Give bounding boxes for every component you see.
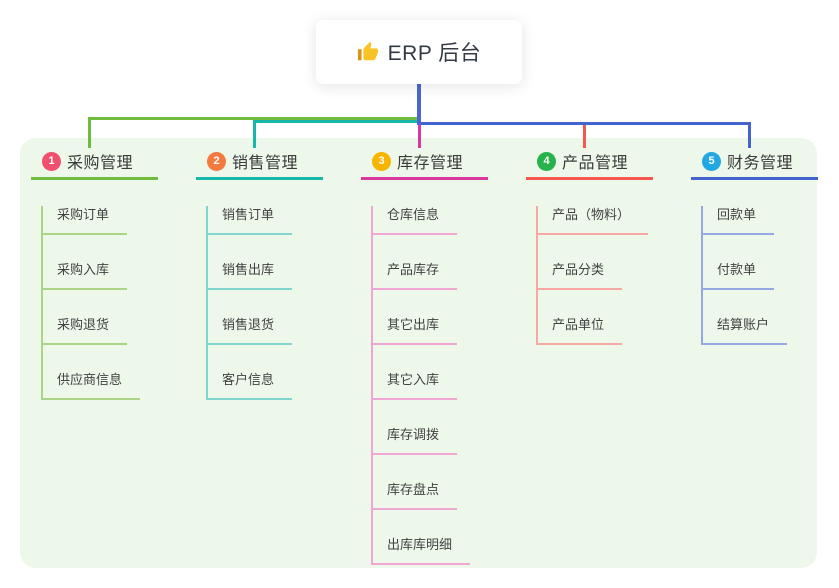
branch-connector-h [417,122,751,125]
branch-label: 库存管理 [397,155,464,172]
root-connector [417,84,421,125]
branch-connector-h [417,122,586,125]
branch-children: 采购订单采购入库采购退货供应商信息 [41,206,141,400]
child-node[interactable]: 付款单 [703,261,775,290]
child-node-label: 库存盘点 [387,482,440,497]
child-node[interactable]: 销售出库 [208,261,293,290]
child-node[interactable]: 产品（物料） [538,206,649,235]
child-node[interactable]: 其它出库 [373,316,458,345]
branch-5: 5 财务管理 回款单付款单结算账户 [691,148,818,345]
branch-title[interactable]: 1 采购管理 [31,148,158,180]
child-node-label: 采购入库 [57,262,110,277]
branch-connector-h [87,117,421,120]
mindmap-panel: 1 采购管理 采购订单采购入库采购退货供应商信息 2 销售管理 销售订单销售出库… [20,138,818,568]
child-node[interactable]: 库存调拨 [373,426,458,455]
branch-number-badge: 1 [42,151,61,171]
child-node[interactable]: 客户信息 [208,371,293,400]
child-node-label: 采购退货 [57,317,110,332]
child-node[interactable]: 供应商信息 [43,371,141,400]
child-node[interactable]: 产品库存 [373,261,458,290]
child-node[interactable]: 仓库信息 [373,206,458,235]
child-node-label: 客户信息 [222,372,275,387]
branch-connector-h [252,120,421,123]
child-node-label: 仓库信息 [387,207,440,222]
child-node-label: 结算账户 [717,317,770,332]
child-node-label: 供应商信息 [57,372,123,387]
branch-children: 销售订单销售出库销售退货客户信息 [206,206,293,400]
branch-2: 2 销售管理 销售订单销售出库销售退货客户信息 [196,148,323,400]
child-node-label: 销售订单 [222,207,275,222]
branch-number-badge: 2 [207,151,226,171]
branch-title[interactable]: 2 销售管理 [196,148,323,180]
child-node[interactable]: 产品单位 [538,316,623,345]
child-node[interactable]: 结算账户 [703,316,788,345]
branch-label: 产品管理 [562,155,629,172]
branch-children: 回款单付款单结算账户 [701,206,788,345]
child-node-label: 库存调拨 [387,427,440,442]
child-node[interactable]: 销售订单 [208,206,293,235]
child-node[interactable]: 库存盘点 [373,481,458,510]
child-node-label: 其它出库 [387,317,440,332]
child-node[interactable]: 采购退货 [43,316,128,345]
child-node-label: 产品（物料） [552,207,631,222]
thumbs-up-icon [357,41,379,63]
root-node[interactable]: ERP 后台 [316,20,522,84]
child-node-label: 回款单 [717,207,757,222]
child-node-label: 采购订单 [57,207,110,222]
child-node-label: 销售退货 [222,317,275,332]
child-node-label: 其它入库 [387,372,440,387]
child-node[interactable]: 产品分类 [538,261,623,290]
root-node-label: ERP 后台 [387,42,482,65]
branch-number-badge: 5 [702,151,721,171]
branch-title[interactable]: 5 财务管理 [691,148,818,180]
branch-title[interactable]: 3 库存管理 [361,148,488,180]
child-node[interactable]: 采购入库 [43,261,128,290]
branch-number-badge: 3 [372,151,391,171]
branch-title[interactable]: 4 产品管理 [526,148,653,180]
branch-label: 采购管理 [67,155,134,172]
child-node-label: 销售出库 [222,262,275,277]
child-node[interactable]: 采购订单 [43,206,128,235]
branch-children: 产品（物料） 产品分类产品单位 [536,206,649,345]
child-node[interactable]: 出库库明细 [373,536,471,565]
child-node[interactable]: 回款单 [703,206,775,235]
child-node[interactable]: 销售退货 [208,316,293,345]
branch-number-badge: 4 [537,151,556,171]
branch-1: 1 采购管理 采购订单采购入库采购退货供应商信息 [31,148,158,400]
child-node-label: 产品分类 [552,262,605,277]
branch-children: 仓库信息产品库存其它出库其它入库库存调拨库存盘点出库库明细 [371,206,471,565]
child-node-label: 产品库存 [387,262,440,277]
branch-label: 财务管理 [727,155,794,172]
child-node[interactable]: 其它入库 [373,371,458,400]
branch-3: 3 库存管理 仓库信息产品库存其它出库其它入库库存调拨库存盘点出库库明细 [361,148,488,565]
branch-label: 销售管理 [232,155,299,172]
child-node-label: 出库库明细 [387,537,453,552]
child-node-label: 付款单 [717,262,757,277]
branch-4: 4 产品管理 产品（物料） 产品分类产品单位 [526,148,653,345]
child-node-label: 产品单位 [552,317,605,332]
